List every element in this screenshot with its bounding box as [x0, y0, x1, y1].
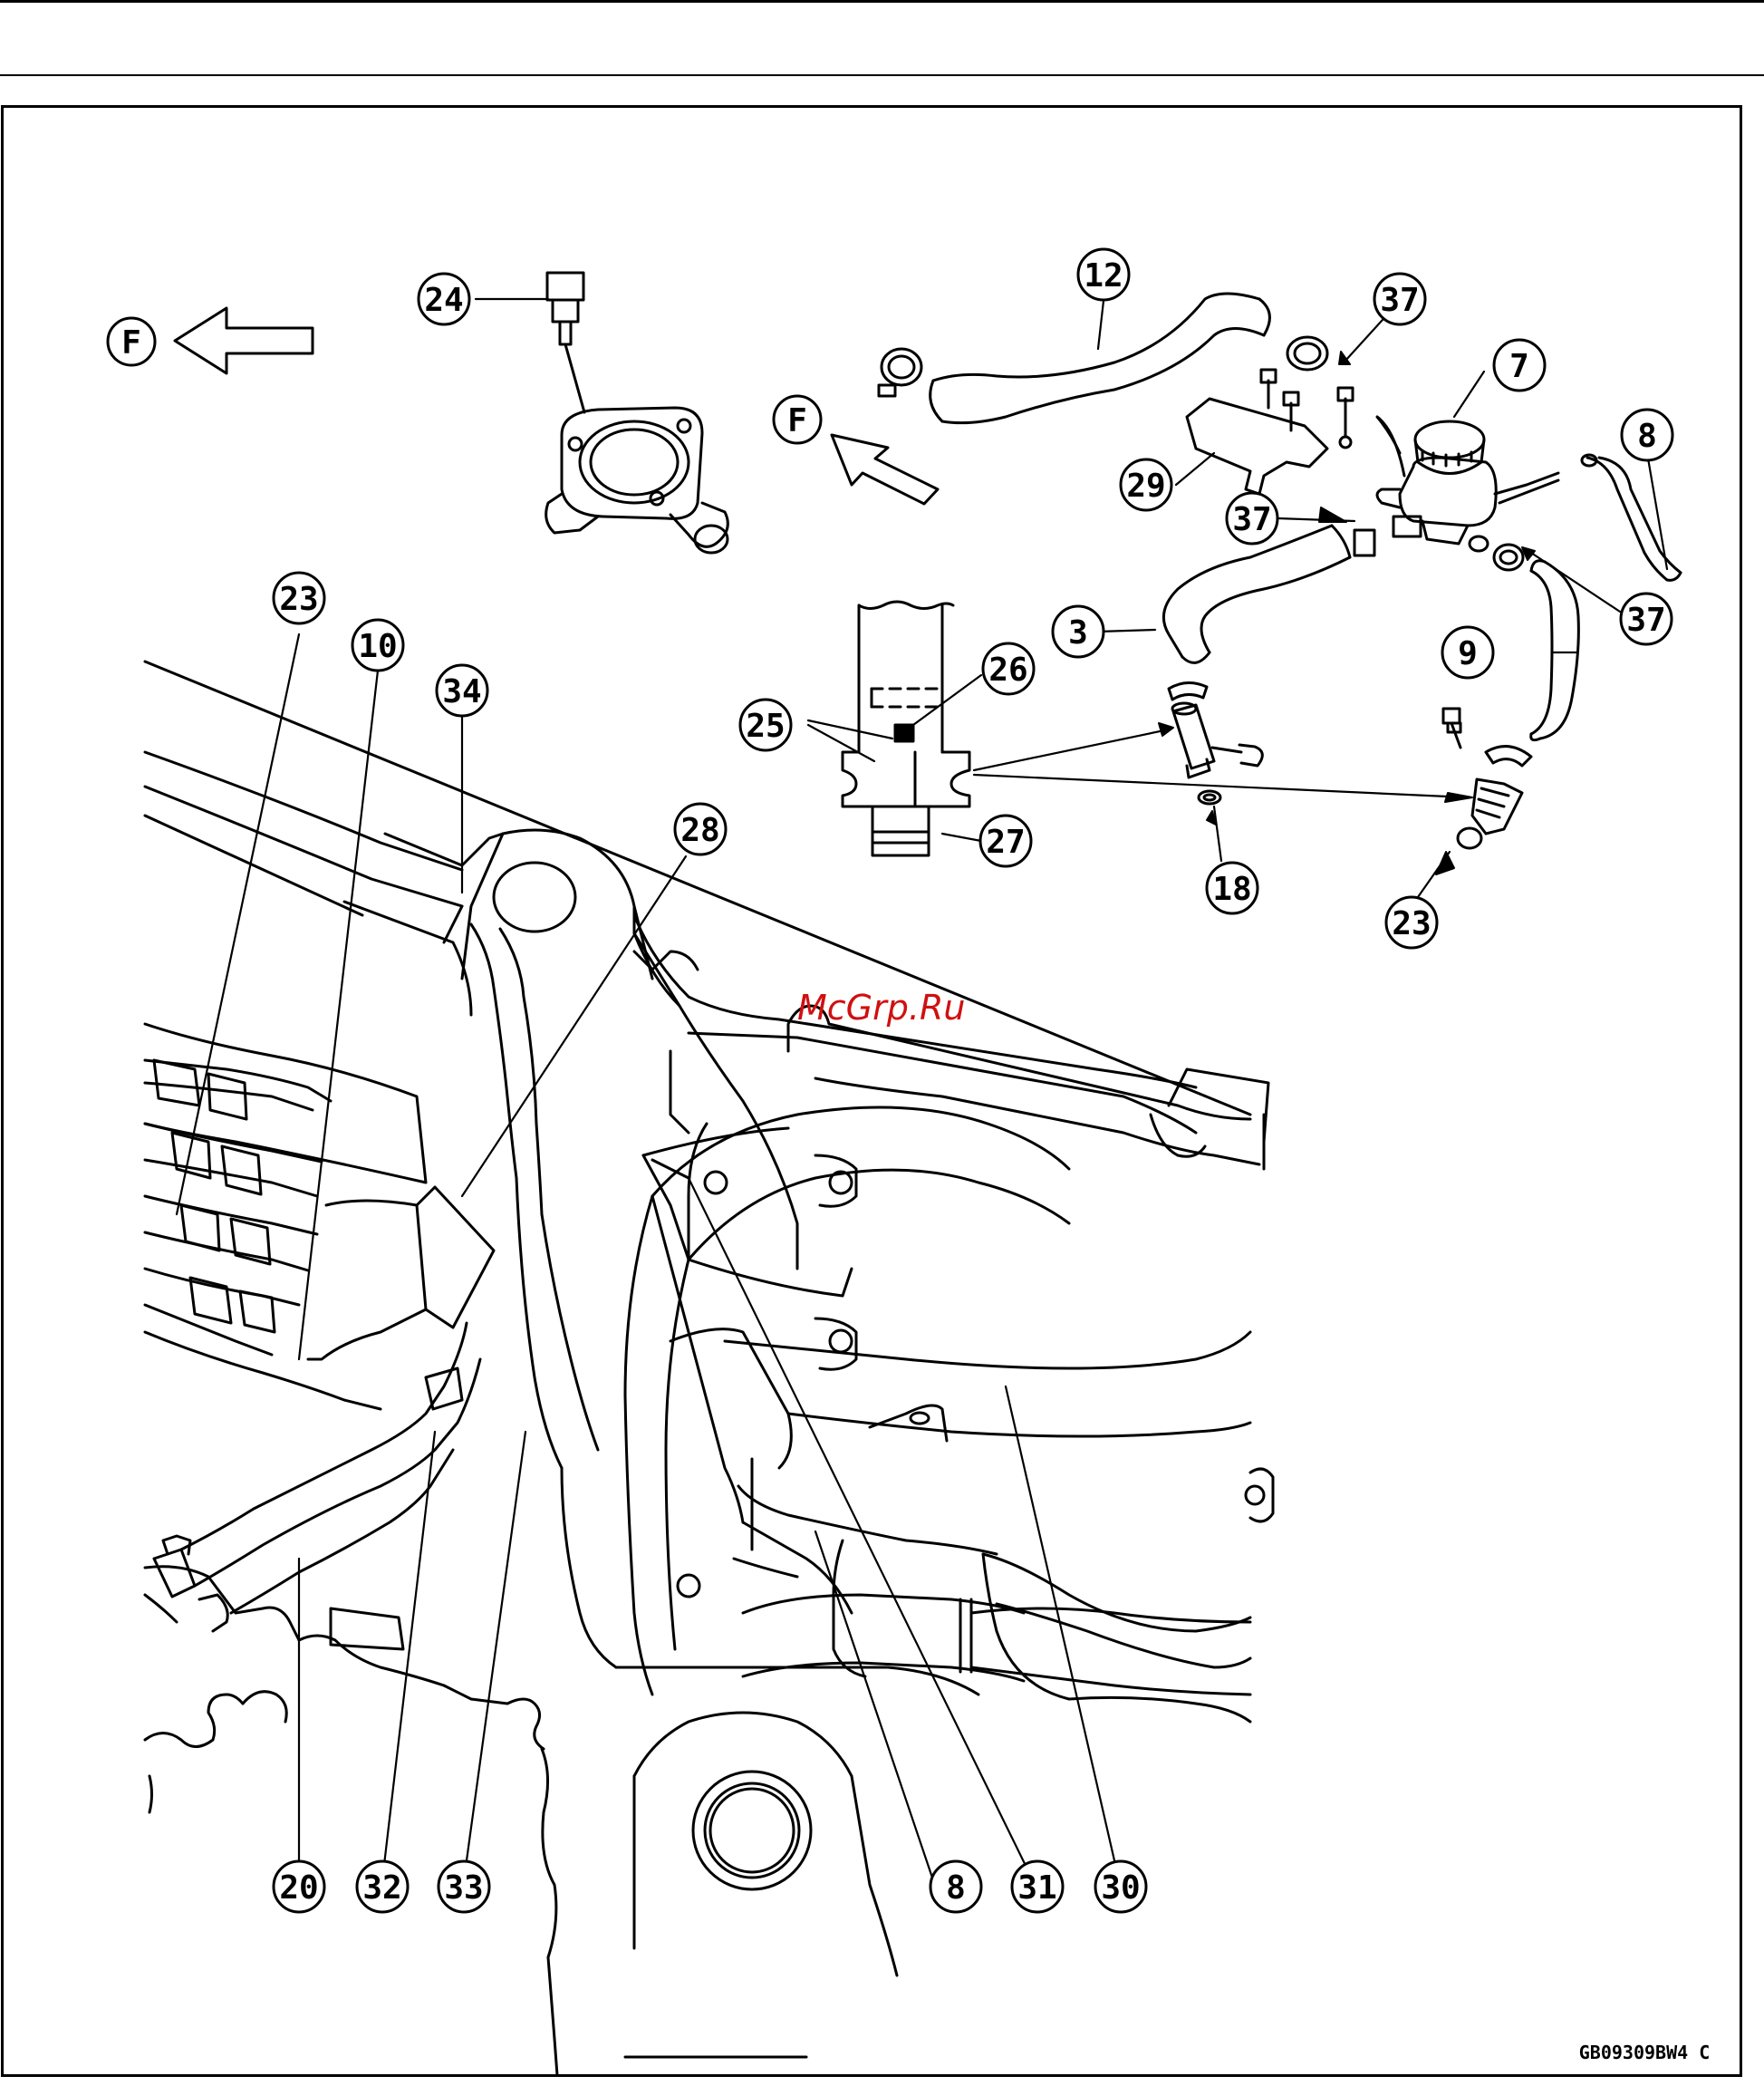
callout-30: 30	[1095, 1861, 1146, 1912]
callout-label: 37	[1380, 282, 1419, 319]
callout-23b: 23	[274, 573, 324, 623]
mounting-bracket	[1187, 370, 1353, 494]
callout-label: 7	[1509, 348, 1529, 385]
thermostat-housing	[546, 408, 728, 553]
callout-24: 24	[419, 274, 469, 324]
callout-10: 10	[352, 620, 403, 671]
water-pump-hose	[1531, 561, 1579, 740]
coolant-hose	[1163, 526, 1350, 662]
hose-clamp-4	[1494, 545, 1523, 570]
callout-label: 37	[1626, 602, 1665, 639]
front-arrow-icon	[175, 308, 313, 373]
callout-20: 20	[274, 1861, 324, 1912]
callout-label: 23	[1392, 905, 1431, 942]
drain-plug	[1443, 709, 1531, 848]
radiator-hose-lower	[154, 1323, 480, 1631]
hose-clamp-2	[1287, 337, 1327, 370]
callout-12: 12	[1078, 249, 1129, 300]
callout-8a: 8	[1622, 410, 1672, 460]
callout-label: 28	[680, 812, 719, 849]
front-direction-label-2: F	[787, 402, 807, 439]
lower-left-engine	[145, 1567, 557, 2075]
callout-8b: 8	[930, 1861, 981, 1912]
callout-label: 9	[1458, 635, 1478, 672]
figure-code: GB09309BW4 C	[1579, 2042, 1711, 2063]
callout-label: 8	[1637, 418, 1657, 455]
callout-label: 37	[1232, 501, 1271, 538]
frame-main-spar	[634, 915, 1268, 1178]
watermark: McGrp.Ru	[797, 988, 965, 1028]
callout-label: 33	[444, 1869, 483, 1907]
callout-label: 18	[1212, 871, 1251, 908]
coolant-filler-cap	[1415, 421, 1484, 474]
front-direction-marker-2: F	[774, 396, 821, 443]
callout-29: 29	[1121, 459, 1171, 510]
callout-label: 34	[442, 673, 481, 710]
callout-label: 3	[1068, 614, 1088, 652]
callout-label: 25	[746, 708, 785, 745]
hose-clamp	[879, 349, 921, 396]
callout-25: 25	[740, 700, 791, 750]
radiator-hose	[930, 294, 1270, 423]
callout-7: 7	[1494, 340, 1545, 391]
front-direction-label: F	[121, 324, 141, 362]
callout-18: 18	[1207, 863, 1258, 913]
callout-label: 29	[1126, 468, 1165, 505]
callout-label: 32	[362, 1869, 401, 1907]
callout-28: 28	[675, 804, 726, 855]
pipe-detail	[843, 602, 969, 855]
water-temperature-sensor	[547, 273, 584, 412]
callout-label: 23	[279, 581, 318, 618]
callout-label: 8	[946, 1869, 966, 1907]
callout-label: 30	[1101, 1869, 1140, 1907]
callout-37b: 37	[1227, 493, 1277, 544]
callout-37c: 37	[1621, 594, 1672, 644]
callout-9: 9	[1442, 627, 1493, 678]
callout-label: 31	[1017, 1869, 1056, 1907]
front-arrow-icon-2	[832, 435, 938, 504]
callout-23a: 23	[1386, 897, 1437, 948]
callout-31: 31	[1012, 1861, 1063, 1912]
callout-32: 32	[357, 1861, 408, 1912]
callout-label: 10	[358, 628, 397, 665]
callout-27: 27	[980, 816, 1031, 866]
swingarm-tube	[743, 1595, 1250, 1695]
callout-3: 3	[1053, 606, 1104, 657]
callout-label: 12	[1084, 257, 1123, 295]
filler-neck	[1377, 417, 1558, 551]
engine-mount-ring	[625, 1713, 897, 2057]
front-direction-marker: F	[108, 318, 155, 365]
callout-34: 34	[437, 665, 487, 716]
callout-33: 33	[439, 1861, 489, 1912]
callout-label: 27	[986, 824, 1025, 861]
radiator-core	[145, 1024, 494, 1409]
callout-label: 20	[279, 1869, 318, 1907]
hose-clamp-3	[1354, 517, 1421, 555]
callout-label: 26	[988, 652, 1027, 689]
callout-label: 24	[424, 282, 463, 319]
callout-layer: 24 12 37 7 8 29 37 37 3 9 26 25 27 18 23 23 10 34 28 20 32 33…	[274, 249, 1672, 1912]
callout-26: 26	[983, 643, 1034, 694]
callout-37a: 37	[1374, 274, 1425, 324]
